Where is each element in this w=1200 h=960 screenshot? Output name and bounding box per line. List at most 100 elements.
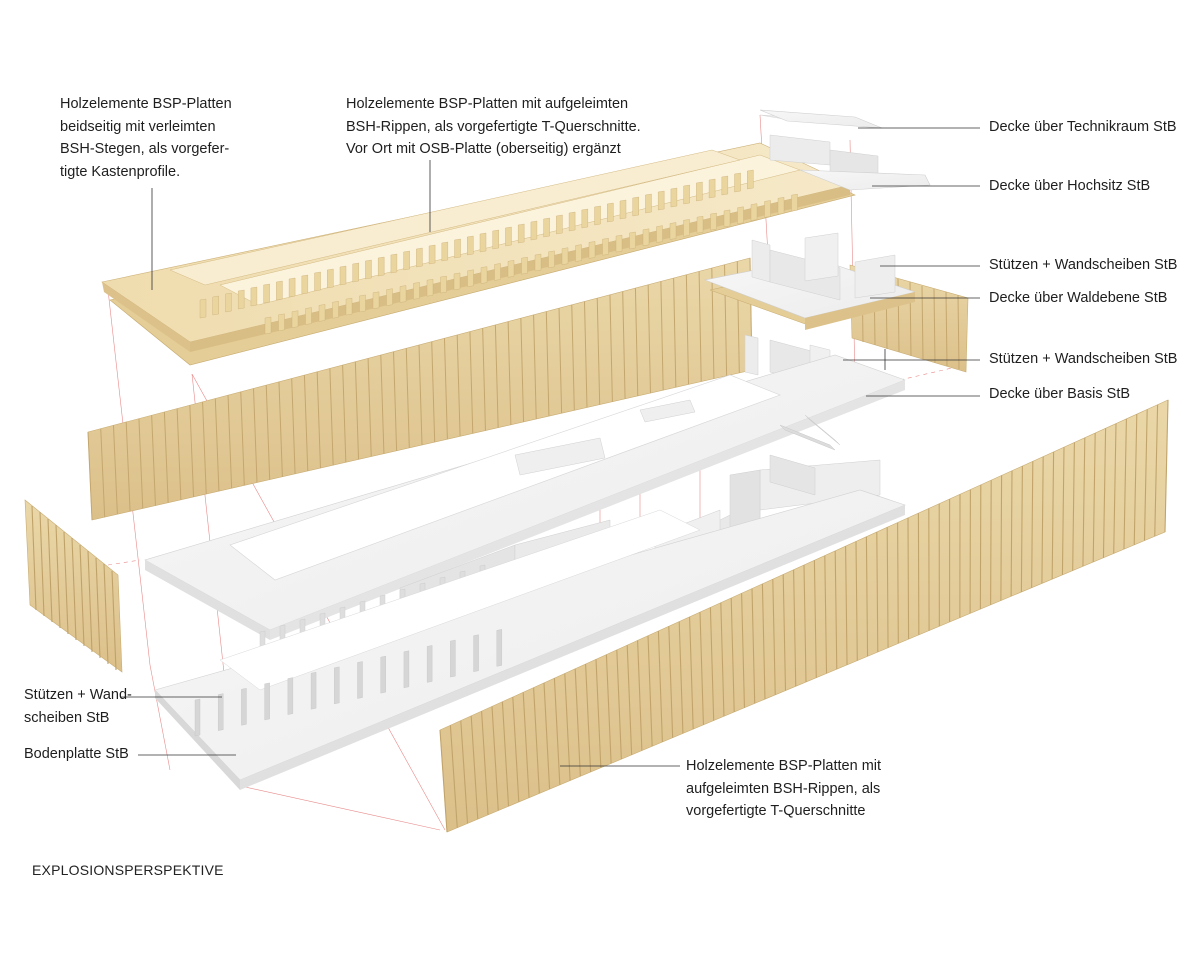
- wood-rib: [418, 344, 423, 446]
- roof-rib: [318, 304, 326, 322]
- ground-post: [403, 650, 410, 689]
- wood-rib: [741, 593, 746, 708]
- wood-rib: [622, 291, 626, 399]
- wood-rib: [240, 391, 245, 486]
- wood-rib: [151, 415, 156, 506]
- roof-rib: [327, 268, 334, 289]
- roof-rib: [669, 222, 677, 240]
- wood-rib: [1020, 465, 1023, 593]
- wood-rib: [1164, 399, 1169, 533]
- ground-post: [357, 661, 363, 699]
- wood-rib: [634, 288, 639, 396]
- wood-rib: [189, 405, 195, 497]
- wood-rib: [380, 355, 385, 454]
- roof-rib: [747, 169, 754, 190]
- roof-rib: [505, 226, 512, 247]
- roof-rib: [413, 282, 420, 300]
- label-decke-basis: Decke über Basis StB: [989, 386, 1131, 402]
- roof-rib: [777, 197, 785, 215]
- wood-rib: [660, 281, 664, 391]
- wood-rib: [1154, 404, 1159, 537]
- wood-rib: [1133, 414, 1138, 545]
- wood-rib: [720, 602, 725, 717]
- wood-rib: [520, 318, 525, 422]
- label-line: Holzelemente BSP-Platten mit: [686, 758, 882, 774]
- roof-rib: [377, 256, 385, 277]
- wood-rib: [699, 612, 704, 725]
- roof-rib: [332, 301, 339, 319]
- wood-rib: [698, 271, 702, 382]
- label-stuetzen-wandscheiben-2: Stützen + Wandscheiben StB: [989, 351, 1178, 367]
- wood-rib: [813, 560, 817, 678]
- wood-rib: [605, 654, 612, 764]
- roof-rib: [594, 205, 601, 226]
- roof-rib: [588, 241, 596, 259]
- wood-rib: [595, 659, 602, 768]
- wood-rib: [125, 421, 131, 512]
- roof-rib: [494, 263, 501, 281]
- wood-rib: [533, 687, 540, 794]
- label-bsp-kastenprofile: Holzelemente BSP-Platten beidseitig mit …: [60, 93, 232, 183]
- wood-rib: [545, 311, 550, 417]
- roof-rib: [263, 283, 270, 304]
- wood-rib: [761, 583, 766, 700]
- wood-rib: [253, 388, 258, 483]
- ground-post: [473, 634, 479, 672]
- roof-rib: [372, 291, 380, 310]
- wood-rib: [1010, 470, 1013, 597]
- wood-rib: [163, 411, 169, 503]
- roof-rib: [530, 220, 538, 241]
- wood-rib: [571, 304, 575, 411]
- roof-rib: [670, 187, 678, 208]
- leader-lines: [120, 127, 980, 767]
- wood-rib: [596, 298, 601, 405]
- roof-rib: [721, 175, 729, 196]
- label-bodenplatte: Bodenplatte StB: [24, 746, 129, 762]
- roof-rib: [453, 272, 461, 291]
- drawing-caption: EXPLOSIONSPERSPEKTIVE: [32, 862, 224, 878]
- wood-rib: [685, 274, 690, 385]
- ground-post: [496, 629, 502, 667]
- roof-rib: [467, 269, 474, 287]
- wood-rib: [481, 711, 489, 815]
- roof-rib: [581, 208, 589, 229]
- wood-rib: [782, 574, 787, 691]
- label-line: aufgeleimten BSH-Rippen, als: [686, 780, 881, 797]
- roof-rib: [656, 225, 663, 243]
- wood-rib: [278, 381, 283, 477]
- wood-rib: [202, 401, 207, 495]
- wood-rib: [637, 640, 643, 751]
- wood-rib: [824, 555, 828, 674]
- roof-rib: [734, 172, 741, 193]
- wood-rib: [482, 328, 486, 431]
- ground-post: [380, 655, 386, 694]
- wood-rib: [1072, 442, 1075, 571]
- wood-rib: [1113, 423, 1117, 554]
- wood-rib: [609, 294, 613, 402]
- wood-rib: [865, 536, 869, 657]
- wood-rib: [112, 425, 118, 515]
- label-bsp-t-querschnitte-top: Holzelemente BSP-Platten mit aufgeleimte…: [346, 93, 641, 161]
- wood-rib: [730, 597, 735, 713]
- wood-rib: [1123, 418, 1127, 550]
- decke-basis-element: [144, 354, 906, 640]
- wood-rib: [647, 635, 653, 747]
- wood-rib: [1102, 428, 1107, 558]
- wood-rib: [886, 527, 889, 648]
- wood-rib: [1082, 437, 1086, 567]
- wood-rib: [876, 531, 879, 653]
- roof-rib: [607, 202, 614, 223]
- roof-rib: [291, 310, 299, 328]
- wood-rib: [522, 692, 530, 798]
- roof-rib: [657, 190, 665, 211]
- wood-rib: [711, 268, 715, 379]
- roof-rib: [440, 275, 447, 294]
- roof-rib: [629, 231, 636, 250]
- wood-rib: [393, 351, 398, 451]
- roof-rib: [352, 262, 359, 283]
- roof-rib: [403, 250, 410, 271]
- wood-rib: [585, 663, 592, 773]
- wood-rib: [1061, 447, 1065, 575]
- wood-rib: [668, 626, 674, 738]
- label-line: BSH-Stegen, als vorgefer-: [60, 141, 230, 157]
